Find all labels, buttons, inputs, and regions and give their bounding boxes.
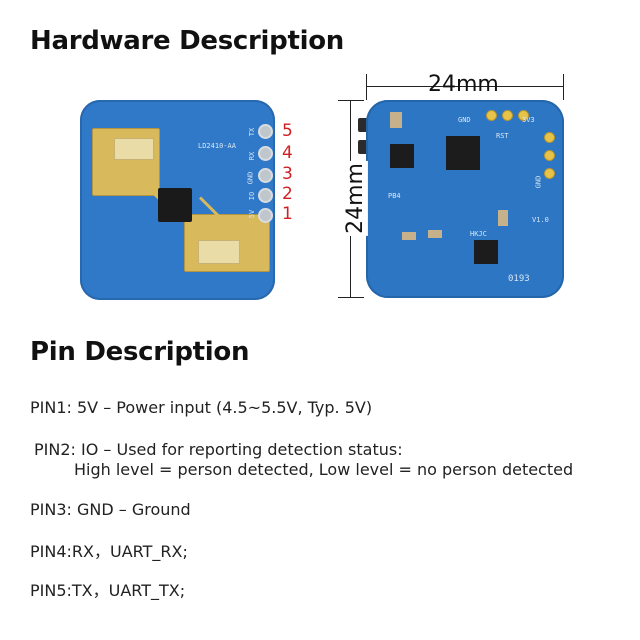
- width-dimension-label: 24mm: [428, 72, 499, 97]
- component: [428, 230, 442, 238]
- pin4-description: PIN4:RX，UART_RX;: [30, 542, 188, 561]
- pin-number-3: 3: [282, 164, 293, 184]
- silk-3v3: 3V3: [522, 116, 535, 124]
- antenna-pad-top: [114, 138, 154, 160]
- pin-label-tx: TX: [248, 127, 257, 137]
- gold-pad: [518, 110, 529, 121]
- gold-pad: [502, 110, 513, 121]
- pin2-description-detail: High level = person detected, Low level …: [74, 460, 574, 479]
- pin1-description: PIN1: 5V – Power input (4.5~5.5V, Typ. 5…: [30, 398, 373, 417]
- silk-rst: RST: [496, 132, 509, 140]
- dimension-tick-left: [366, 74, 367, 100]
- silk-pb4: PB4: [388, 192, 401, 200]
- pin-hole-2: [258, 188, 273, 203]
- pin5-description: PIN5:TX，UART_TX;: [30, 581, 186, 600]
- silk-gnd-side: GND: [534, 175, 543, 189]
- pin-label-gnd: GND: [246, 171, 255, 185]
- pin-number-5: 5: [282, 121, 293, 141]
- component: [390, 112, 402, 128]
- dimension-tick-bottom: [338, 297, 364, 298]
- silk-hkjc: HKJC: [470, 230, 487, 238]
- hardware-description-heading: Hardware Description: [30, 26, 344, 56]
- gold-pad: [544, 168, 555, 179]
- silk-version: V1.0: [532, 216, 549, 224]
- antenna-pad-bottom: [198, 240, 240, 264]
- component: [498, 210, 508, 226]
- dimension-tick-right: [563, 74, 564, 100]
- regulator-chip: [474, 240, 498, 264]
- dimension-line-width: [366, 86, 563, 87]
- pin2-description: PIN2: IO – Used for reporting detection …: [34, 440, 403, 459]
- pin-hole-3: [258, 168, 273, 183]
- height-dimension-label: 24mm: [342, 161, 368, 236]
- dimension-tick-top: [338, 100, 364, 101]
- silk-code: 0193: [508, 274, 530, 284]
- pin3-description: PIN3: GND – Ground: [30, 500, 191, 519]
- board-front-image: LD2410-AA TX RX GND IO 5V: [80, 100, 275, 300]
- pin-description-heading: Pin Description: [30, 337, 250, 367]
- gold-pad: [544, 132, 555, 143]
- pin-label-io: IO: [248, 191, 257, 201]
- model-label: LD2410-AA: [198, 142, 236, 150]
- pin-hole-5: [258, 124, 273, 139]
- ic-chip: [390, 144, 414, 168]
- silk-gnd: GND: [458, 116, 471, 124]
- board-back-image: GND 3V3 RST PB4 HKJC V1.0 0193 GND: [366, 100, 564, 298]
- pin-label-5v: 5V: [248, 209, 257, 219]
- gold-pad: [544, 150, 555, 161]
- pin-hole-1: [258, 208, 273, 223]
- gold-pad: [486, 110, 497, 121]
- pin-number-1: 1: [282, 204, 293, 224]
- pin-number-2: 2: [282, 184, 293, 204]
- pin-hole-4: [258, 146, 273, 161]
- radar-chip: [158, 188, 192, 222]
- component: [402, 232, 416, 240]
- pin-number-4: 4: [282, 143, 293, 163]
- pin-label-rx: RX: [248, 151, 257, 161]
- mcu-chip: [446, 136, 480, 170]
